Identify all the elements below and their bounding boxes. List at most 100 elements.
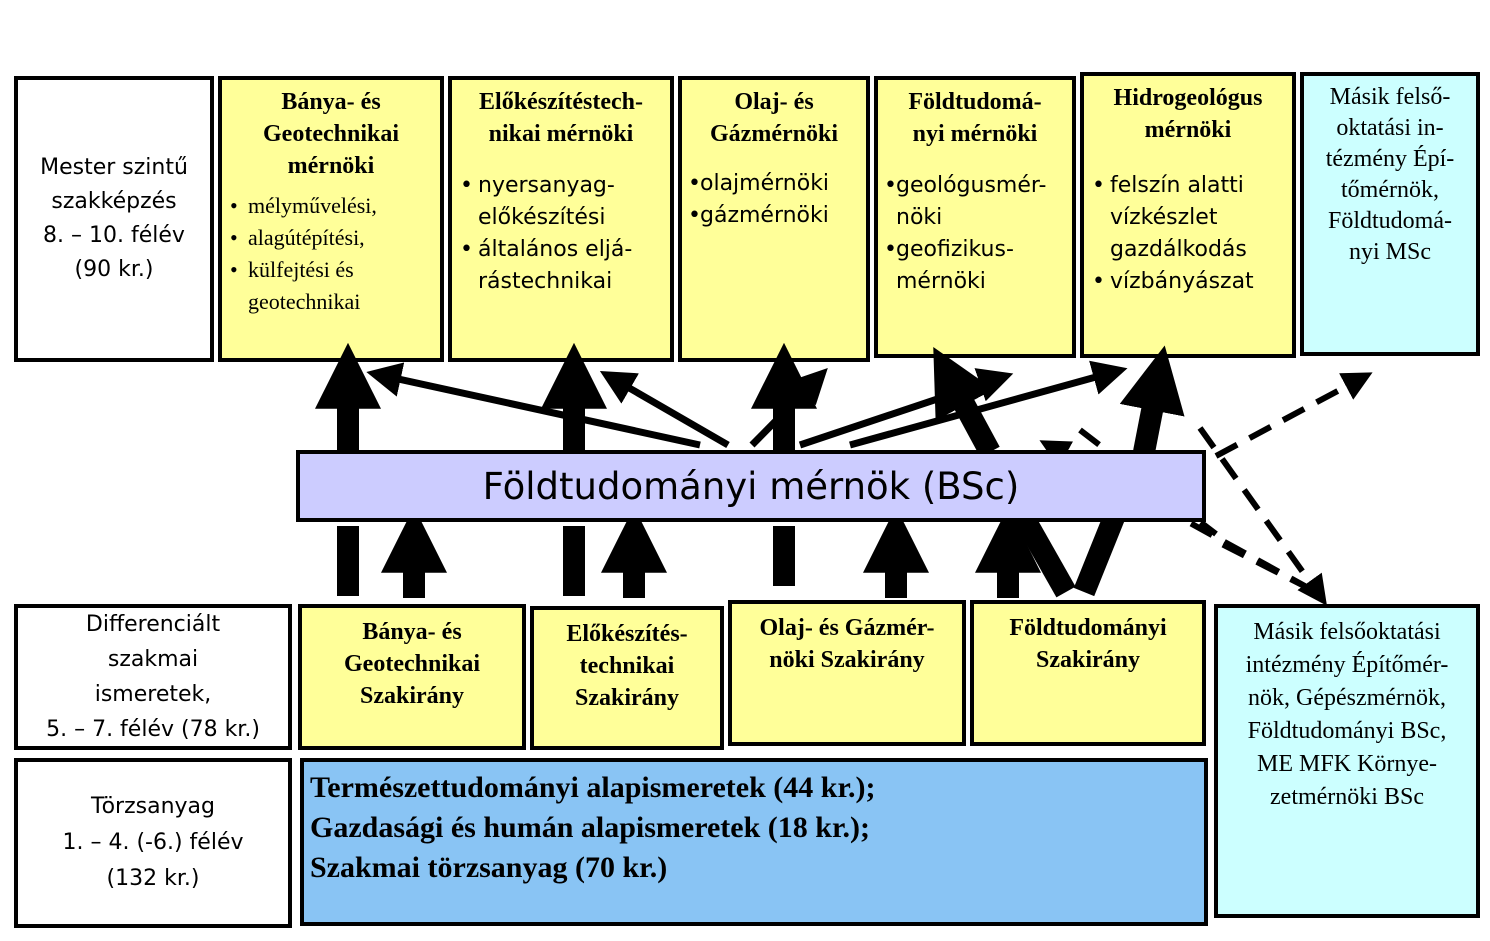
program-item: geológusmér-nöki (882, 170, 1068, 234)
track-line: technikai (579, 653, 675, 679)
program-item: olajmérnöki (686, 168, 862, 200)
title-line: mérnöki (1144, 117, 1232, 143)
track-line: nöki Szakirány (769, 647, 925, 673)
program-items: nyersanyag-előkészítési általános eljá-r… (458, 170, 664, 298)
title-line: Olaj- és (734, 89, 814, 115)
program-item: alagútépítési, (228, 222, 434, 254)
bsc-bar: Földtudományi mérnök (BSc) (296, 450, 1206, 522)
item-line: felszín alatti (1110, 173, 1244, 198)
arrow-dashed-other-bsc-to-bsc (1212, 537, 1314, 593)
track-line: Előkészítés- (566, 621, 688, 647)
text-line: zetmérnöki BSc (1270, 784, 1424, 810)
title-line: Gázmérnöki (710, 121, 838, 147)
text-line: nök, Gépészmérnök, (1248, 685, 1446, 711)
item-line: alagútépítési, (248, 225, 365, 250)
title-line: nyi mérnöki (912, 121, 1038, 147)
item-line: nyersanyag- (478, 173, 615, 198)
title-line: Geotechnikai (263, 121, 399, 147)
track-mining: Bánya- és Geotechnikai Szakirány (298, 604, 526, 750)
track-line: Olaj- és Gázmér- (759, 615, 935, 641)
track-line: Szakirány (574, 685, 679, 711)
item-line: rástechnikai (478, 269, 613, 294)
label-line: Differenciált (85, 612, 221, 637)
program-item: geofizikus-mérnöki (882, 234, 1068, 298)
track-line: Geotechnikai (344, 651, 480, 677)
item-line: vízkészlet (1110, 205, 1218, 230)
text-line: Másik felső- (1329, 84, 1451, 110)
arrow-thin-to-mining (366, 362, 701, 449)
core-line: Természettudományi alapismeretek (44 kr.… (310, 771, 876, 804)
arrow-dashed-bsc-to-other-bsc (1197, 426, 1327, 606)
arrow-thin-to-oil-gas (749, 368, 828, 448)
label-line: 1. – 4. (-6.) félév (62, 830, 244, 855)
program-items: olajmérnöki gázmérnöki (686, 168, 862, 232)
title-line: mérnöki (287, 153, 375, 179)
title-line: Földtudomá- (908, 89, 1042, 115)
arrow-thin-to-earth-science (798, 368, 1014, 449)
program-item: külfejtési és geotechnikai (228, 254, 434, 318)
track-line: Földtudományi (1009, 615, 1167, 641)
other-institution-bsc: Másik felsőoktatási intézmény Építőmér- … (1214, 604, 1480, 918)
text-line: tőmérnök, (1341, 177, 1439, 203)
track-line: Bánya- és (362, 619, 462, 645)
item-line: vízbányászat (1110, 269, 1254, 294)
core-line: Szakmai törzsanyag (70 kr.) (310, 851, 668, 884)
item-line: mérnöki (896, 269, 986, 294)
item-line: geotechnikai (248, 289, 361, 314)
title-line: Előkészítéstech- (479, 89, 643, 115)
core-curriculum: Természettudományi alapismeretek (44 kr.… (300, 758, 1208, 926)
master-level-label: Mester szintű szakképzés 8. – 10. félév … (14, 76, 214, 362)
item-line: gazdálkodás (1110, 237, 1247, 262)
text-line: oktatási in- (1336, 115, 1444, 141)
master-other-institution: Másik felső- oktatási in- tézmény Épí- t… (1300, 72, 1480, 356)
master-program-oil-gas: Olaj- és Gázmérnöki olajmérnöki gázmérnö… (678, 76, 870, 362)
title-line: nikai mérnöki (488, 121, 634, 147)
differentiated-level-label: Differenciált szakmai ismeretek, 5. – 7.… (14, 604, 292, 750)
program-title: Előkészítéstech- nikai mérnöki (458, 86, 664, 150)
item-line: nöki (896, 205, 943, 230)
arrow-dashed-bsc-to-other-msc (1214, 372, 1373, 459)
master-program-processing: Előkészítéstech- nikai mérnöki nyersanya… (448, 76, 674, 362)
program-items: felszín alatti vízkészlet gazdálkodás vízb… (1090, 170, 1286, 298)
master-program-mining: Bánya- és Geotechnikai mérnöki mélyművel… (218, 76, 444, 362)
program-title: Hidrogeológus mérnöki (1090, 82, 1286, 146)
master-label-line: (90 kr.) (74, 257, 154, 282)
arrow-bsc-to-hydrogeology (1119, 345, 1185, 455)
text-line: intézmény Építőmér- (1245, 652, 1449, 678)
title-line: Bánya- és (281, 89, 381, 115)
program-item: gázmérnöki (686, 200, 862, 232)
item-line: geológusmér- (896, 173, 1047, 198)
label-line: Törzsanyag (91, 794, 215, 819)
text-line: Másik felsőoktatási (1253, 619, 1441, 645)
item-line: olajmérnöki (700, 171, 830, 196)
track-oil-gas: Olaj- és Gázmér- nöki Szakirány (728, 600, 966, 746)
track-processing: Előkészítés- technikai Szakirány (530, 606, 724, 750)
arrow-thin-to-processing (599, 370, 730, 449)
item-line: külfejtési és (248, 257, 354, 282)
item-line: gázmérnöki (700, 203, 829, 228)
master-program-hydrogeology: Hidrogeológus mérnöki felszín alatti vízk… (1080, 72, 1296, 358)
program-item: vízbányászat (1090, 266, 1286, 298)
item-line: geofizikus- (896, 237, 1014, 262)
master-label-line: 8. – 10. félév (43, 223, 185, 248)
label-line: szakmai (107, 647, 199, 672)
item-line: általános eljá- (478, 237, 633, 262)
program-title: Földtudomá- nyi mérnöki (882, 86, 1068, 150)
track-line: Szakirány (1035, 647, 1140, 673)
track-earth-science: Földtudományi Szakirány (970, 600, 1206, 746)
core-level-label: Törzsanyag 1. – 4. (-6.) félév (132 kr.) (14, 758, 292, 928)
program-item: felszín alatti vízkészlet gazdálkodás (1090, 170, 1286, 266)
program-items: geológusmér-nöki geofizikus-mérnöki (882, 170, 1068, 298)
program-title: Bánya- és Geotechnikai mérnöki (228, 86, 434, 182)
bsc-label: Földtudományi mérnök (BSc) (482, 464, 1020, 508)
track-line: Szakirány (359, 683, 464, 709)
text-line: ME MFK Környe- (1257, 751, 1437, 777)
program-item: általános eljá-rástechnikai (458, 234, 664, 298)
label-line: ismeretek, (94, 682, 212, 707)
core-line: Gazdasági és humán alapismeretek (18 kr.… (310, 811, 871, 844)
master-label-line: szakképzés (51, 189, 177, 214)
program-item: mélyművelési, (228, 190, 434, 222)
item-line: mélyművelési, (248, 193, 377, 218)
label-line: 5. – 7. félév (78 kr.) (46, 717, 260, 742)
